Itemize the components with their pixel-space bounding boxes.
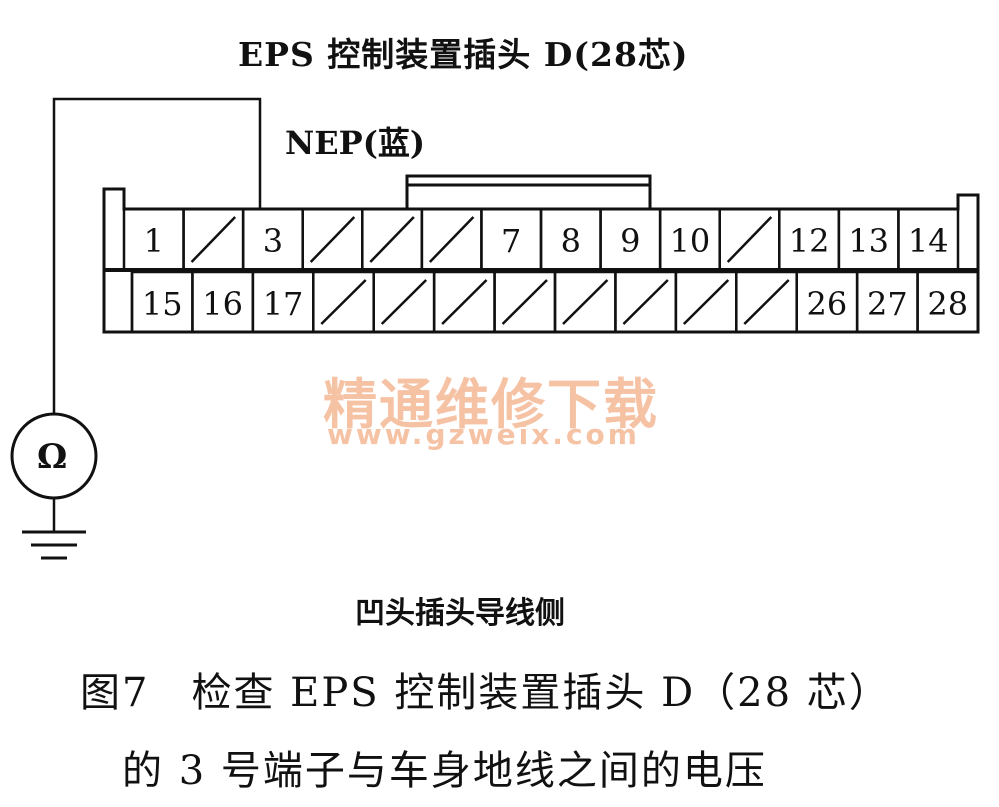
empty-cavity-slash [441, 279, 488, 325]
empty-cavity-slash [190, 216, 237, 263]
pin-label-28: 28 [927, 285, 969, 323]
empty-cavity-slash [622, 279, 669, 325]
pin-label-15: 15 [141, 285, 183, 323]
empty-cavity-slash [726, 216, 773, 263]
empty-cavity-slash [501, 279, 548, 325]
connector-side-label: 凹头插头导线侧 [355, 596, 565, 631]
empty-cavity-slash [682, 279, 730, 325]
pin-label-3: 3 [262, 222, 284, 260]
empty-cavity-slash [380, 279, 428, 325]
pin-label-26: 26 [806, 285, 848, 323]
connector-lock-tab [405, 174, 652, 211]
ground-icon [22, 498, 86, 560]
probe-wire [52, 97, 262, 414]
figure-caption-line1: 图7 检查 EPS 控制装置插头 D（28 芯） [80, 670, 891, 716]
wire-label: NEP(蓝) [285, 124, 425, 162]
ohmmeter-symbol: Ω [37, 437, 68, 477]
figure-caption-line2: 的 3 号端子与车身地线之间的电压 [122, 748, 767, 794]
empty-cavity-slash [320, 279, 367, 325]
pin-label-7: 7 [501, 222, 522, 260]
pin-label-14: 14 [907, 222, 949, 260]
pin-label-27: 27 [866, 285, 908, 323]
pin-label-17: 17 [262, 285, 304, 323]
empty-cavity-slash [562, 279, 609, 325]
empty-cavity-slash [743, 279, 790, 325]
empty-cavity-slash [369, 216, 415, 263]
pin-label-10: 10 [669, 222, 711, 260]
empty-cavity-slash [428, 216, 475, 263]
empty-cavity-slash [309, 216, 356, 263]
pin-label-9: 9 [620, 222, 641, 260]
pin-cell-14 [897, 207, 960, 272]
pin-label-13: 13 [848, 222, 889, 260]
pin-label-1: 1 [143, 222, 164, 260]
pin-label-12: 12 [788, 222, 830, 260]
diagram-title: EPS 控制装置插头 D(28芯) [238, 35, 689, 74]
pin-label-16: 16 [202, 285, 243, 323]
pin-label-8: 8 [560, 222, 581, 260]
watermark-text: 精通维修下载 [323, 373, 659, 436]
watermark-url: www.gzweix.com [327, 418, 640, 451]
pin-cell-28 [916, 270, 980, 334]
